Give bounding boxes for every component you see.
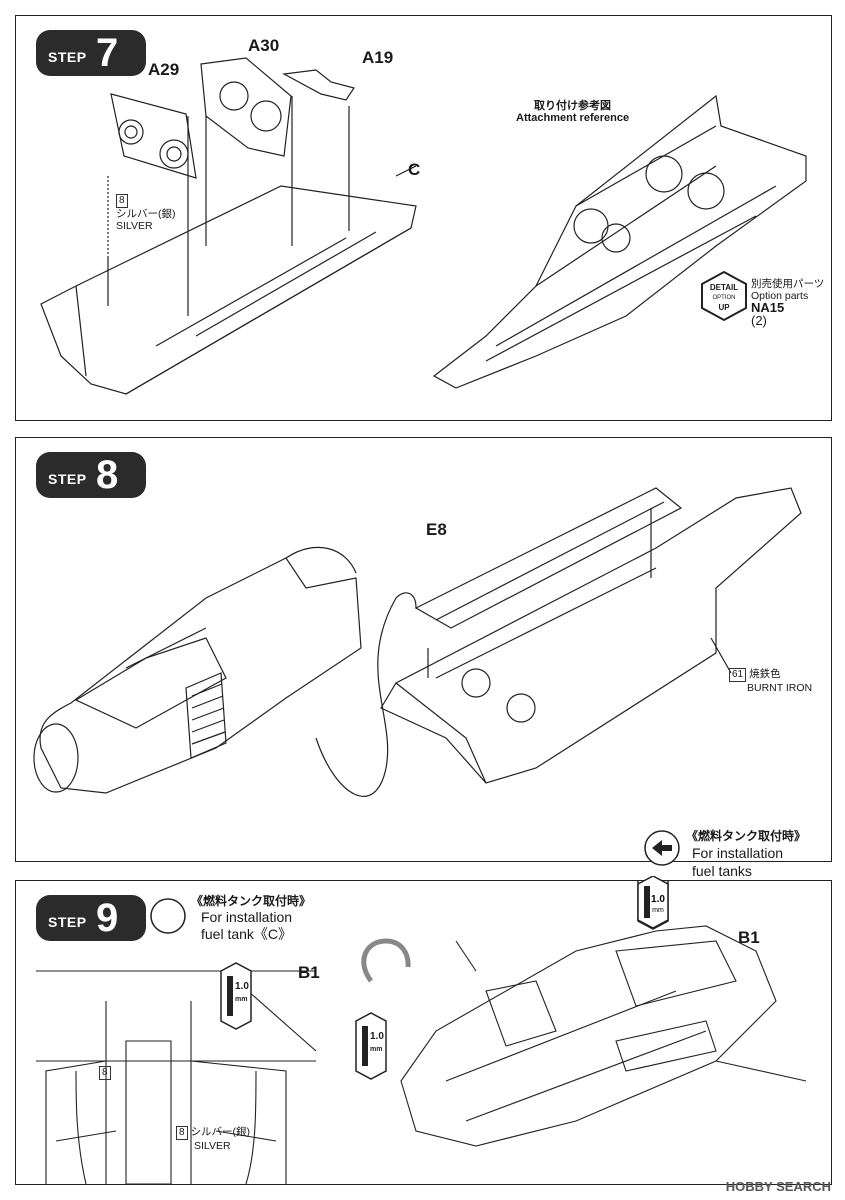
fuel-tank-note-left: 《燃料タンク取付時》 For installation fuel tank《C》: [191, 893, 311, 943]
reference-jp: 取り付け参考図: [534, 100, 612, 112]
option-qty: (2): [751, 313, 767, 328]
step-9-panel: STEP 9: [15, 880, 832, 1185]
note-en-1: For installation: [692, 845, 784, 861]
detail-badge-mid: OPTION: [712, 295, 736, 301]
step-7-badge: STEP 7: [36, 30, 146, 76]
attachment-reference-label: 取り付け参考図 Attachment reference: [516, 100, 629, 124]
paint-name-jp: シルバー(銀): [116, 208, 176, 220]
drill-icon-center-shape: [355, 1012, 387, 1080]
paint-code: 8: [116, 194, 128, 208]
part-label-e8: E8: [426, 520, 447, 539]
part-label-a29: A29: [148, 60, 180, 79]
paint-name-en: BURNT IRON: [747, 682, 813, 694]
part-label-b1-left: B1: [298, 963, 320, 982]
detail-badge-bottom: UP: [718, 303, 730, 312]
drill-size-left: 1.0 mm: [235, 981, 249, 1006]
step-number: 8: [96, 453, 119, 497]
step-number: 7: [96, 31, 119, 75]
note-jp: 《燃料タンク取付時》: [191, 894, 312, 908]
step-7-illustration: [40, 57, 807, 395]
paint-code-marker: 8: [99, 1066, 114, 1080]
drill-unit: mm: [652, 907, 664, 914]
detail-badge-top: DETAIL: [709, 283, 739, 292]
fuel-tanks-note-right: 《燃料タンク取付時》 For installation fuel tanks: [686, 828, 806, 881]
step-word: STEP: [48, 914, 87, 930]
paint-name-en: SILVER: [116, 220, 153, 232]
paint-name-jp: 焼鉄色: [749, 668, 781, 680]
note-icon-left-shape: [150, 898, 186, 934]
step-9-badge: STEP 9: [36, 895, 146, 941]
step-word: STEP: [48, 471, 87, 487]
note-jp: 《燃料タンク取付時》: [686, 829, 807, 843]
option-parts-note: 別売使用パーツ Option parts NA15 (2): [751, 278, 824, 328]
part-label-b1-right: B1: [738, 928, 760, 947]
part-label-a19: A19: [362, 48, 394, 67]
note-en-1: For installation: [201, 909, 293, 925]
drill-unit: mm: [235, 996, 248, 1003]
step-7-panel: STEP 7: [15, 15, 832, 421]
drill-size: 1.0: [651, 894, 665, 905]
step-9-illustration: [36, 881, 807, 1184]
detail-up-badge-text: DETAIL OPTION UP: [704, 283, 744, 312]
step-word: STEP: [48, 49, 87, 65]
drill-size: 1.0: [235, 981, 249, 992]
step-8-badge: STEP 8: [36, 452, 146, 498]
part-label-c: C: [408, 160, 421, 179]
option-jp: 別売使用パーツ: [751, 278, 825, 290]
step-number: 9: [96, 896, 119, 940]
option-part: NA15: [751, 300, 785, 315]
option-en: Option parts: [751, 290, 809, 302]
drill-icon-left-shape: [220, 962, 252, 1030]
step-8-panel: STEP 8 E8 6: [15, 437, 832, 862]
note-en-2: fuel tank《C》: [201, 926, 293, 942]
drill-size: 1.0: [370, 1031, 384, 1042]
part-label-a30: A30: [248, 36, 280, 55]
detail-up-badge-shape: [701, 270, 747, 322]
paint-name-jp: シルバー(銀): [190, 1126, 251, 1138]
paint-code: 8: [176, 1126, 188, 1140]
paint-code: 8: [99, 1066, 111, 1080]
note-icon-right: [644, 830, 680, 866]
paint-code: 61: [729, 668, 747, 682]
drill-unit: mm: [370, 1046, 383, 1053]
paint-name-en: SILVER: [194, 1140, 231, 1152]
watermark: HOBBY SEARCH: [725, 1179, 831, 1194]
reference-en: Attachment reference: [516, 112, 630, 124]
paint-silver-note: 8 シルバー(銀) SILVER: [116, 194, 176, 232]
drill-size-center: 1.0 mm: [370, 1031, 384, 1056]
note-en-2: fuel tanks: [692, 863, 752, 879]
drill-icon-right: 1.0 mm: [637, 876, 669, 928]
step-8-illustration: [33, 487, 802, 797]
